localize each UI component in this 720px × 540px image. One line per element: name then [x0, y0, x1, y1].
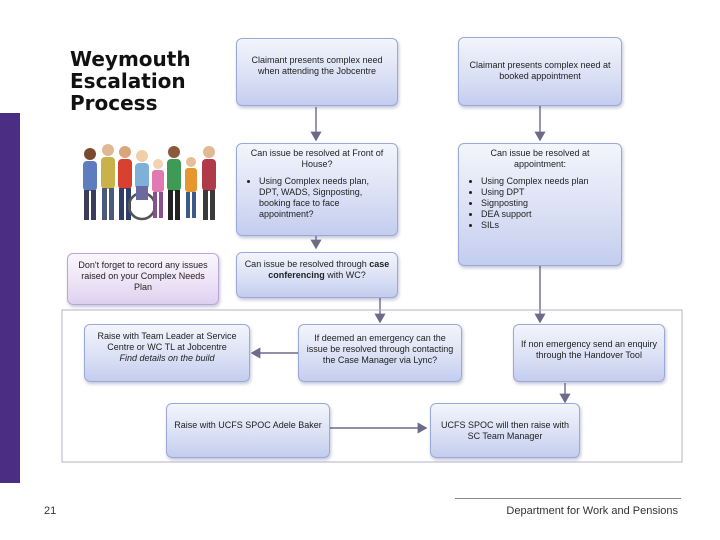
bullet-item: Using Complex needs plan, DPT, WADS, Sig… [259, 176, 391, 220]
box-text: Can issue be resolved through [244, 259, 370, 269]
box-front-of-house: Can issue be resolved at Front of House?… [236, 143, 398, 236]
group-of-people-icon [83, 144, 216, 221]
page-title: Weymouth Escalation Process [70, 48, 191, 114]
box-text: Don't forget to record any issues raised… [78, 260, 208, 292]
department-name: Department for Work and Pensions [506, 505, 678, 517]
box-text: If non emergency send an enquiry through… [520, 339, 658, 360]
box-text: Claimant presents complex need at booked… [469, 60, 611, 81]
box-reminder: Don't forget to record any issues raised… [67, 253, 219, 305]
footer-divider [455, 498, 681, 499]
page-number: 21 [44, 505, 57, 517]
bullet-item: SILs [481, 220, 615, 231]
box-heading: Can issue be resolved at Front of House? [250, 148, 384, 169]
box-spoc-raise: UCFS SPOC will then raise with SC Team M… [430, 403, 580, 458]
box-text: with WC? [324, 270, 366, 280]
box-resolve-at-appointment: Can issue be resolved at appointment: Us… [458, 143, 622, 266]
title-line-2: Escalation [70, 69, 186, 93]
slide-accent-bar [0, 113, 20, 483]
bullet-item: Signposting [481, 198, 615, 209]
box-team-leader: Raise with Team Leader at Service Centre… [84, 324, 250, 382]
box-presents-appointment: Claimant presents complex need at booked… [458, 37, 622, 106]
box-case-conferencing: Can issue be resolved through case confe… [236, 252, 398, 298]
bullet-item: Using Complex needs plan [481, 176, 615, 187]
box-emergency-case-manager: If deemed an emergency can the issue be … [298, 324, 462, 382]
box-bullets: Using Complex needs plan Using DPT Signp… [465, 176, 615, 231]
box-text: Raise with Team Leader at Service Centre… [97, 331, 237, 352]
box-text: Raise with UCFS SPOC Adele Baker [174, 420, 322, 430]
box-ucfs-spoc: Raise with UCFS SPOC Adele Baker [166, 403, 330, 458]
escalation-region-frame [61, 309, 683, 463]
box-heading: Can issue be resolved at appointment: [490, 148, 590, 169]
bullet-item: Using DPT [481, 187, 615, 198]
title-line-3: Process [70, 91, 158, 115]
box-text: UCFS SPOC will then raise with SC Team M… [440, 420, 570, 441]
box-presents-jobcentre: Claimant presents complex need when atte… [236, 38, 398, 106]
box-text-bold: case conferencing [268, 259, 390, 280]
box-text: If deemed an emergency can the issue be … [306, 333, 454, 365]
box-text-italic: Find details on the build [119, 353, 215, 363]
bullet-item: DEA support [481, 209, 615, 220]
box-non-emergency: If non emergency send an enquiry through… [513, 324, 665, 382]
box-text: Claimant presents complex need when atte… [251, 55, 383, 76]
title-line-1: Weymouth [70, 47, 191, 71]
box-bullets: Using Complex needs plan, DPT, WADS, Sig… [243, 176, 391, 220]
